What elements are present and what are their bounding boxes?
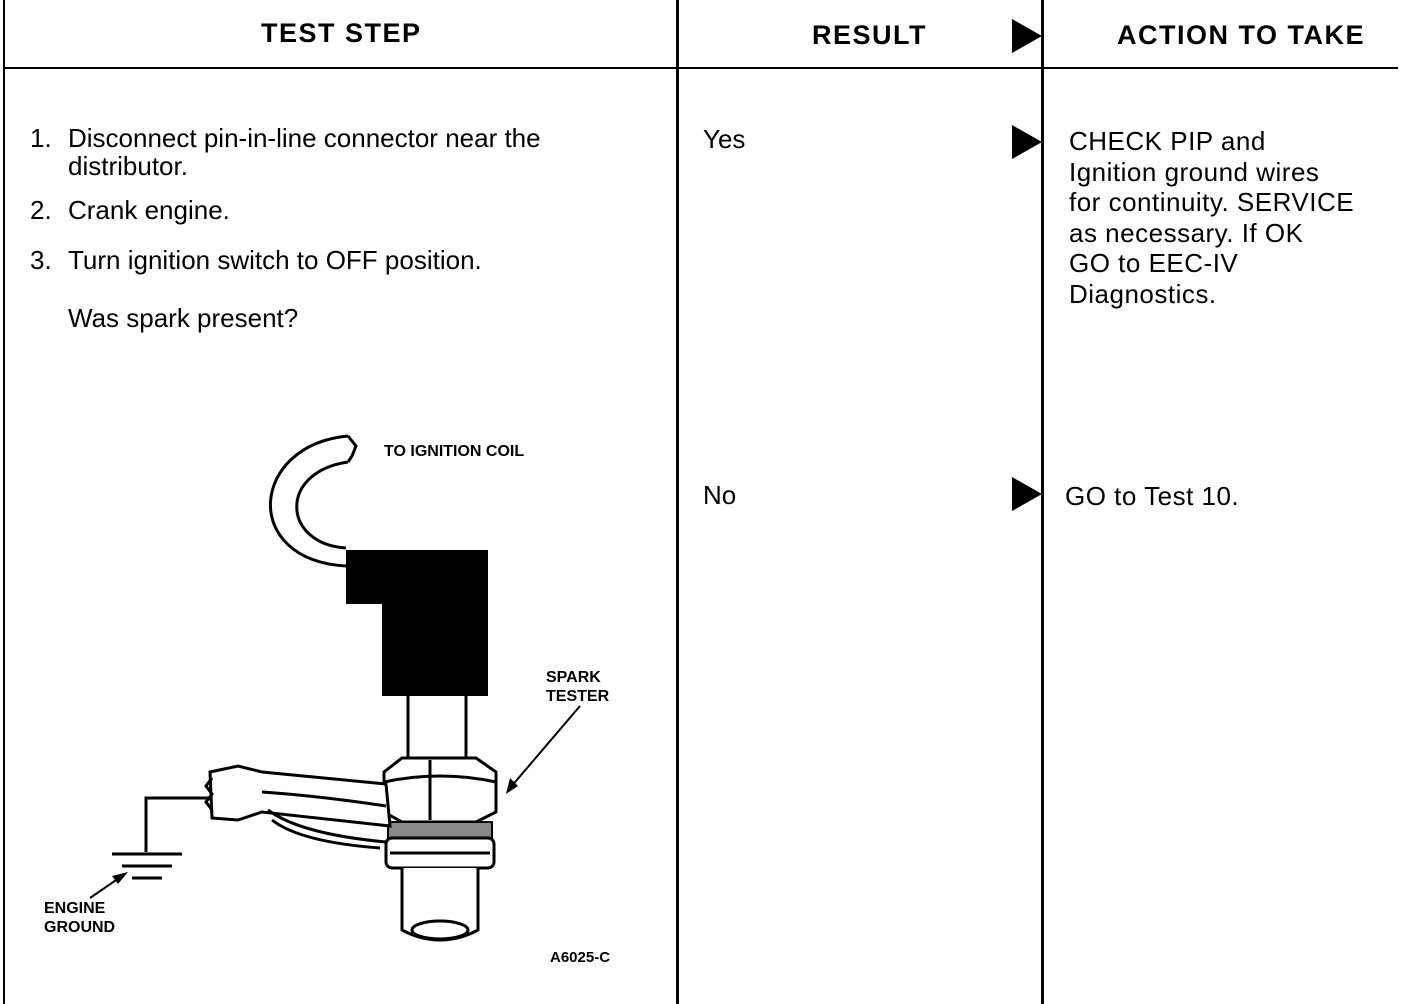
step-text-line: Crank engine. xyxy=(68,195,230,225)
label-line: SPARK xyxy=(546,669,601,686)
ground-wire xyxy=(112,796,210,880)
action-line: Diagnostics. xyxy=(1069,278,1217,309)
question-text: Was spark present? xyxy=(68,303,299,333)
tester-posts xyxy=(406,696,468,768)
step-text-line: Disconnect pin-in-line connector near th… xyxy=(68,123,541,153)
label-line: GROUND xyxy=(44,919,116,936)
action-line: GO to EEC-IV xyxy=(1069,248,1239,278)
column-divider-2 xyxy=(1041,0,1044,1004)
column-divider-1 xyxy=(676,0,679,1004)
table-left-border xyxy=(3,0,5,1004)
step-number: 2. xyxy=(30,195,52,225)
coil-boot xyxy=(346,550,488,696)
step-text-line: distributor. xyxy=(68,151,188,181)
result-yes: Yes xyxy=(703,124,746,154)
engine-ground-arrow-icon xyxy=(112,872,128,884)
step-number: 1. xyxy=(30,123,52,153)
action-line: Ignition ground wires xyxy=(1069,156,1320,187)
label-line: ENGINE xyxy=(44,900,106,917)
label-to-ignition-coil: TO IGNITION COIL xyxy=(384,443,525,460)
ignition-coil-lead xyxy=(269,434,358,568)
header-result: RESULT xyxy=(812,20,927,50)
action-line: as necessary. If OK xyxy=(1069,217,1304,248)
tester-hex-body xyxy=(382,756,498,824)
tester-knurl-ring xyxy=(387,821,493,839)
action-no: GO to Test 10. xyxy=(1065,481,1239,512)
spark-tester-arrow-icon xyxy=(506,778,518,794)
tester-tip xyxy=(400,868,480,942)
label-spark-tester: SPARK TESTER xyxy=(546,668,609,706)
header-test-step: TEST STEP xyxy=(261,18,422,48)
header-result-arrow-icon xyxy=(1012,19,1042,53)
action-yes: CHECK PIP and Ignition ground wires for … xyxy=(1069,126,1354,309)
step-text-line: Turn ignition switch to OFF position. xyxy=(68,245,482,275)
result-yes-arrow-icon xyxy=(1012,125,1042,159)
tester-collar xyxy=(384,836,496,870)
alligator-clip xyxy=(204,764,392,850)
header-rule xyxy=(3,67,1398,69)
label-engine-ground: ENGINE GROUND xyxy=(44,899,115,937)
result-no: No xyxy=(703,480,737,510)
action-line: for continuity. SERVICE xyxy=(1069,187,1355,217)
result-no-arrow-icon xyxy=(1012,477,1042,511)
action-line: GO to Test 10. xyxy=(1065,481,1240,511)
step-number: 3. xyxy=(30,245,52,275)
label-line: TESTER xyxy=(546,688,610,705)
figure-code: A6025-C xyxy=(550,949,611,966)
header-action-to-take: ACTION TO TAKE xyxy=(1117,20,1365,50)
action-line: CHECK PIP and xyxy=(1069,126,1266,156)
